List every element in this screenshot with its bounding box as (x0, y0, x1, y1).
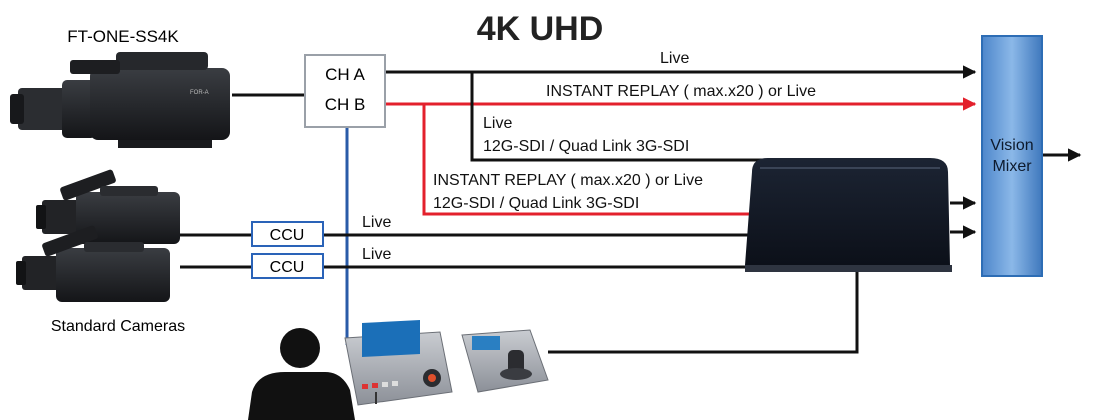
vision-mixer-label-line1: Vision (990, 137, 1033, 154)
camera-icon: FT-ONE-SS4K FOR-A (10, 27, 230, 148)
label-sdi-mid: 12G-SDI / Quad Link 3G-SDI (483, 138, 689, 155)
channel-b-label: CH B (325, 95, 366, 114)
label-replay-mid: INSTANT REPLAY ( max.x20 ) or Live (433, 172, 703, 189)
diagram-title: 4K UHD (477, 10, 604, 48)
person-icon (248, 328, 355, 420)
camera-icon (36, 169, 180, 244)
signal-labels: Live INSTANT REPLAY ( max.x20 ) or Live … (362, 50, 816, 263)
ccu-label-1: CCU (270, 227, 305, 244)
line-replay-to-server (422, 104, 752, 216)
line-controller (548, 270, 859, 354)
label-ccu-live-2: Live (362, 246, 391, 263)
vision-mixer-label-line2: Mixer (992, 158, 1032, 175)
ccu-box-1: CCU (251, 221, 324, 247)
replay-controller-icon (344, 319, 453, 406)
label-live-top: Live (660, 50, 689, 67)
standard-cameras-label: Standard Cameras (51, 318, 185, 335)
label-live-mid: Live (483, 115, 512, 132)
camera-main-brand: FOR-A (190, 90, 209, 96)
channel-box: CH A CH B (304, 54, 386, 128)
label-sdi-replay: 12G-SDI / Quad Link 3G-SDI (433, 195, 639, 212)
joystick-controller-icon (461, 329, 549, 393)
camera-main-label: FT-ONE-SS4K (67, 27, 179, 46)
label-replay-top: INSTANT REPLAY ( max.x20 ) or Live (546, 83, 816, 100)
channel-a-label: CH A (325, 65, 365, 84)
ccu-box-2: CCU (251, 253, 324, 279)
server-icon (745, 157, 952, 272)
line-live-to-server (470, 72, 770, 162)
camera-icon: Standard Cameras (16, 225, 185, 335)
vision-mixer: Vision Mixer (981, 35, 1043, 277)
label-ccu-live-1: Live (362, 214, 391, 231)
ccu-label-2: CCU (270, 259, 305, 276)
